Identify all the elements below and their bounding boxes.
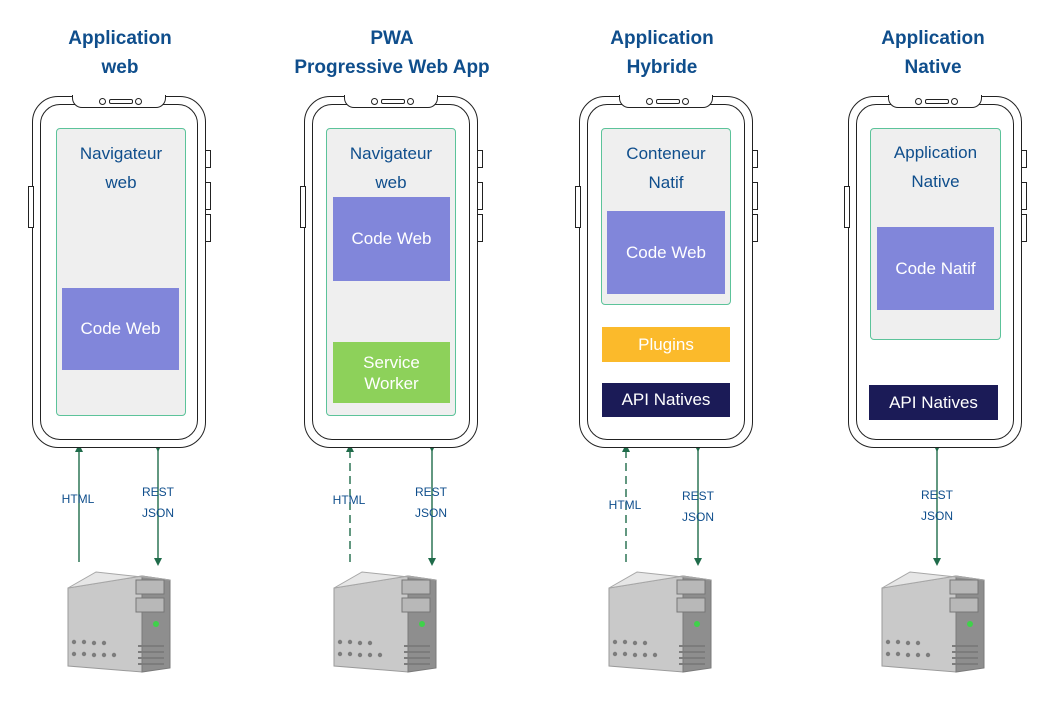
phone-side-button (575, 186, 581, 228)
server-icon (67, 571, 171, 673)
phone-side-button (205, 214, 211, 242)
screen-label: Application Native (893, 143, 978, 191)
browser-screen: Navigateur web (56, 128, 186, 416)
code-web-box: Code Web (333, 197, 450, 281)
screen-label: Conteneur Natif (626, 144, 706, 192)
phone-side-button (752, 150, 758, 168)
column-title: PWA Progressive Web App (294, 28, 490, 78)
html-label: HTML (332, 493, 366, 507)
phone-side-button (1021, 214, 1027, 242)
service-worker-box: Service Worker (333, 342, 450, 403)
rest-json-label: REST JSON (141, 485, 174, 520)
phone-side-button (28, 186, 34, 228)
phone-side-button (1021, 150, 1027, 168)
api-natives-box: API Natives (602, 383, 730, 417)
column-title: Application Hybride (610, 28, 714, 78)
server-icon (333, 571, 437, 673)
phone-side-button (1021, 182, 1027, 210)
screen-label: Navigateur web (349, 144, 433, 192)
column-title: Application web (68, 28, 172, 78)
api-natives-box: API Natives (869, 385, 998, 420)
code-web-box: Code Web (62, 288, 179, 370)
rest-json-label: REST JSON (414, 485, 447, 520)
rest-json-label: REST JSON (681, 489, 714, 524)
code-natif-box: Code Natif (877, 227, 994, 310)
column-hybride: Application Hybride (542, 0, 782, 708)
server-icon (881, 571, 985, 673)
html-label: HTML (61, 492, 95, 506)
server-icon (608, 571, 712, 673)
phone-side-button (205, 150, 211, 168)
phone-side-button (477, 214, 483, 242)
phone-side-button (477, 182, 483, 210)
rest-json-label: REST JSON (920, 488, 953, 523)
phone-side-button (752, 214, 758, 242)
column-title: Application Native (881, 28, 985, 78)
plugins-box: Plugins (602, 327, 730, 362)
html-label: HTML (608, 498, 642, 512)
phone-side-button (752, 182, 758, 210)
phone-side-button (300, 186, 306, 228)
column-pwa: PWA Progressive Web App (272, 0, 512, 708)
phone-side-button (844, 186, 850, 228)
phone-side-button (477, 150, 483, 168)
screen-label: Navigateur web (79, 144, 163, 192)
code-web-box: Code Web (607, 211, 725, 294)
column-application-web: Application web (0, 0, 240, 708)
column-native: Application Native (813, 0, 1053, 708)
phone-side-button (205, 182, 211, 210)
